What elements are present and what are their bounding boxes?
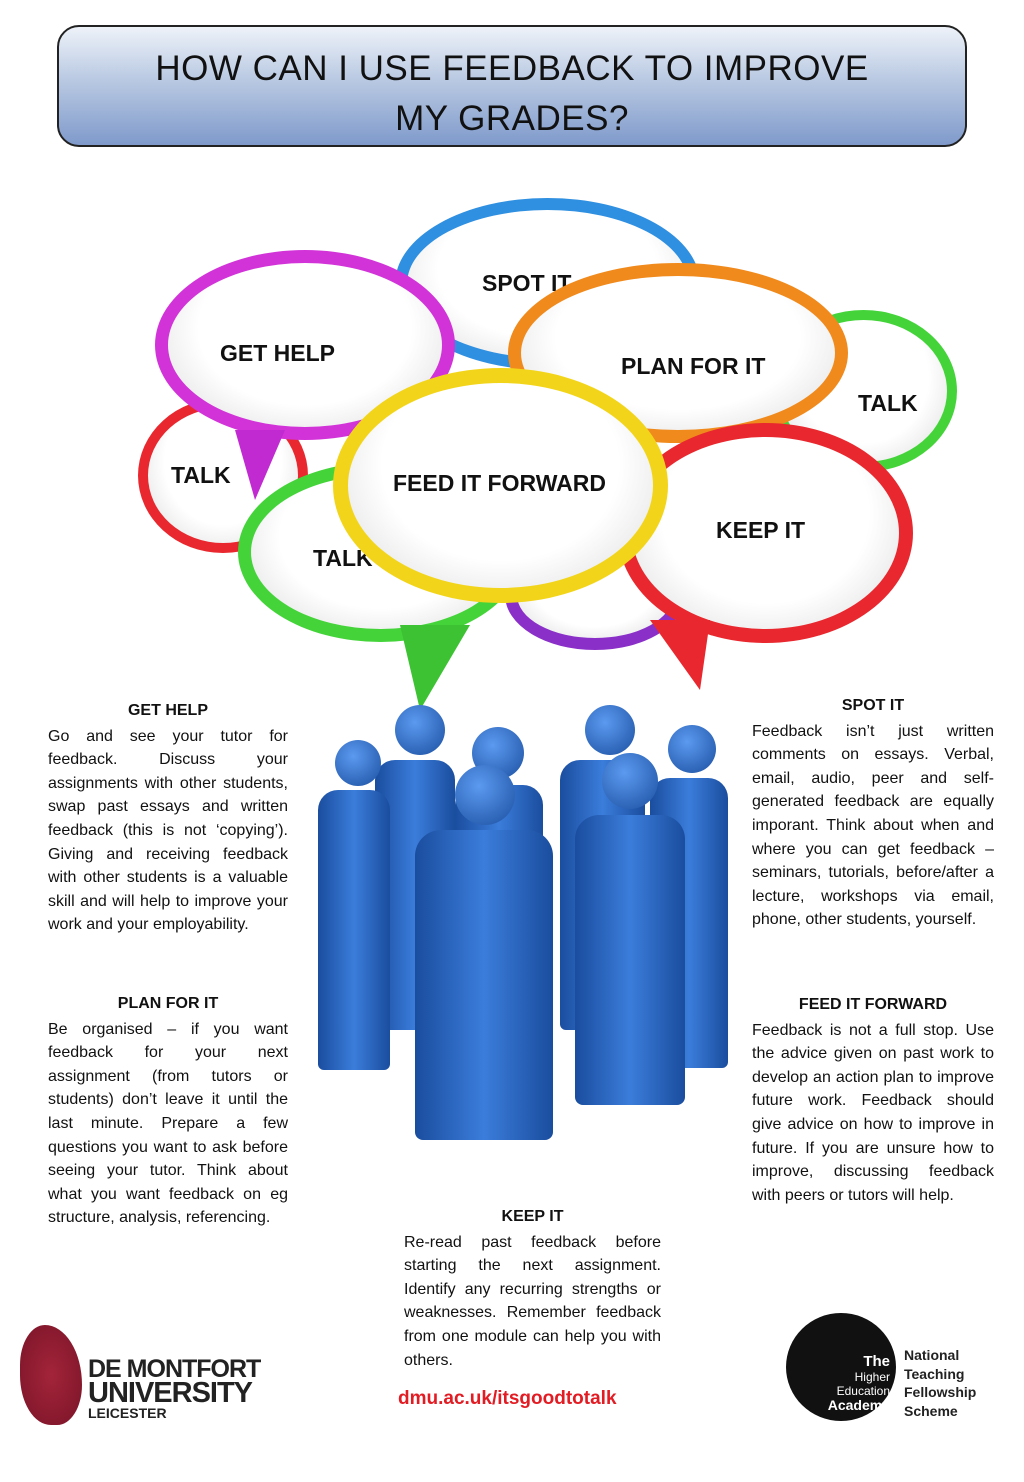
figure-head bbox=[585, 705, 635, 755]
figure-head bbox=[668, 725, 716, 773]
section-spot-it: SPOT IT Feedback isn’t just written comm… bbox=[752, 694, 994, 932]
bubble-label: PLAN FOR IT bbox=[621, 353, 766, 379]
dmu-logo-line-2: UNIVERSITY bbox=[88, 1377, 253, 1409]
section-body: Be organised – if you want feedback for … bbox=[48, 1020, 288, 1227]
section-heading: PLAN FOR IT bbox=[117, 995, 219, 1012]
bubble-label: TALK bbox=[171, 462, 231, 488]
section-heading: SPOT IT bbox=[841, 697, 905, 714]
title-line-1: HOW CAN I USE FEEDBACK TO IMPROVE bbox=[155, 49, 869, 88]
hea-the: The bbox=[863, 1353, 890, 1370]
figure-body bbox=[415, 830, 553, 1140]
ntfs-text: National Teaching Fellowship Scheme bbox=[904, 1346, 976, 1420]
hea-academy: Academy bbox=[827, 1397, 890, 1413]
section-heading: FEED IT FORWARD bbox=[798, 996, 948, 1013]
title-banner: HOW CAN I USE FEEDBACK TO IMPROVE MY GRA… bbox=[57, 25, 967, 147]
hea-ntfs-logo: The Higher Education Academy National Te… bbox=[786, 1313, 996, 1423]
section-body: Feedback is not a full stop. Use the adv… bbox=[752, 1021, 994, 1204]
hea-higher: Higher bbox=[854, 1370, 890, 1384]
hea-education: Education bbox=[836, 1384, 890, 1398]
section-get-help: GET HELP Go and see your tutor for feedb… bbox=[48, 699, 288, 937]
dmu-logo-line-3: LEICESTER bbox=[88, 1405, 167, 1421]
figure-head bbox=[455, 765, 515, 825]
figure-head bbox=[602, 753, 658, 809]
section-feed-it-forward: FEED IT FORWARD Feedback is not a full s… bbox=[752, 993, 994, 1207]
bubble-tail-get-help bbox=[235, 430, 285, 500]
dmu-logo-line-1: DE MONTFORT bbox=[88, 1355, 261, 1383]
ntfs-line: Fellowship bbox=[904, 1384, 977, 1400]
bubble-keep-it: KEEP IT bbox=[618, 423, 913, 643]
figure-head bbox=[335, 740, 381, 786]
bubble-label: TALK bbox=[858, 390, 918, 416]
figure-body bbox=[575, 815, 685, 1105]
section-heading: GET HELP bbox=[127, 702, 208, 719]
bubble-label: FEED IT FORWARD bbox=[393, 470, 606, 496]
section-keep-it: KEEP IT Re-read past feedback before sta… bbox=[404, 1205, 661, 1372]
bubble-label: GET HELP bbox=[220, 340, 336, 366]
bubble-feed-it-forward: FEED IT FORWARD bbox=[333, 368, 668, 603]
section-body: Re-read past feedback before starting th… bbox=[404, 1233, 661, 1369]
website-link[interactable]: dmu.ac.uk/itsgoodtotalk bbox=[398, 1388, 617, 1409]
dmu-crest-icon bbox=[20, 1325, 82, 1425]
section-body: Go and see your tutor for feedback. Disc… bbox=[48, 727, 288, 934]
figure-head bbox=[395, 705, 445, 755]
bubble-tail-talk bbox=[400, 625, 470, 710]
ntfs-line: Scheme bbox=[904, 1402, 958, 1419]
hea-circle bbox=[786, 1313, 896, 1421]
bubble-label: KEEP IT bbox=[716, 517, 806, 543]
dmu-logo: DE MONTFORT UNIVERSITY LEICESTER bbox=[20, 1325, 270, 1425]
ntfs-line: Teaching bbox=[904, 1365, 965, 1382]
section-body: Feedback isn’t just written comments on … bbox=[752, 722, 994, 929]
section-plan-for-it: PLAN FOR IT Be organised – if you want f… bbox=[48, 992, 288, 1230]
figure-body bbox=[318, 790, 390, 1070]
section-heading: KEEP IT bbox=[501, 1208, 564, 1225]
ntfs-line: National bbox=[904, 1347, 960, 1363]
title-line-2: MY GRADES? bbox=[395, 99, 629, 138]
bubble-tail-keep-it bbox=[650, 620, 710, 690]
